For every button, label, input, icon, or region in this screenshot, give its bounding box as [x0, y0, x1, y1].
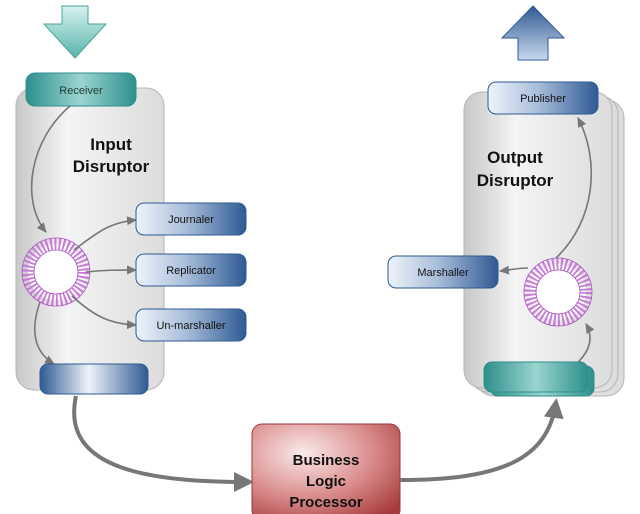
- ring-to-journaler-arrow: [73, 216, 138, 251]
- unmarshaller-label: Un-marshaller: [156, 320, 225, 332]
- ring-to-unmarshaller-arrow: [71, 295, 138, 330]
- replicator-label: Replicator: [166, 265, 216, 277]
- journaler-label: Journaler: [168, 214, 214, 226]
- input-ring-buffer: [21, 237, 91, 307]
- blp-to-output-arrow: [399, 398, 564, 482]
- blp-label-line2: Logic: [306, 473, 346, 490]
- output-ring-buffer: [523, 257, 593, 327]
- input-arrow-icon: [42, 5, 108, 59]
- publisher-box: Publisher: [487, 81, 599, 115]
- input-to-blp-arrow: [72, 395, 254, 492]
- receiver-label: Receiver: [59, 85, 103, 97]
- publisher-label: Publisher: [520, 93, 566, 105]
- output-disruptor-title-line1: Output: [487, 148, 543, 167]
- input-disruptor-title-line1: Input: [90, 135, 132, 154]
- journaler-box: Journaler: [135, 202, 247, 236]
- output-disruptor-title-line2: Disruptor: [477, 171, 554, 190]
- marshaller-label: Marshaller: [417, 267, 469, 279]
- input-output-buffer: [39, 363, 149, 395]
- receiver-to-ring-arrow: [30, 105, 71, 233]
- replicator-box: Replicator: [135, 253, 247, 287]
- ring-to-publisher-arrow: [555, 117, 593, 259]
- ring-to-marshaller-arrow: [498, 265, 529, 275]
- blp-label-line3: Processor: [289, 494, 363, 511]
- input-disruptor-title-line2: Disruptor: [73, 157, 150, 176]
- marshaller-box: Marshaller: [387, 255, 499, 289]
- blp-label-line1: Business: [293, 452, 360, 469]
- unmarshaller-box: Un-marshaller: [135, 308, 247, 342]
- ring-to-replicator-arrow: [85, 265, 138, 275]
- receiver-box: Receiver: [25, 72, 137, 107]
- business-logic-processor: Business Logic Processor: [251, 423, 401, 514]
- output-input-buffer: [483, 361, 595, 397]
- output-disruptor-panels: [463, 91, 625, 397]
- output-arrow-icon: [500, 5, 566, 61]
- ring-to-output-buffer-arrow: [33, 301, 55, 365]
